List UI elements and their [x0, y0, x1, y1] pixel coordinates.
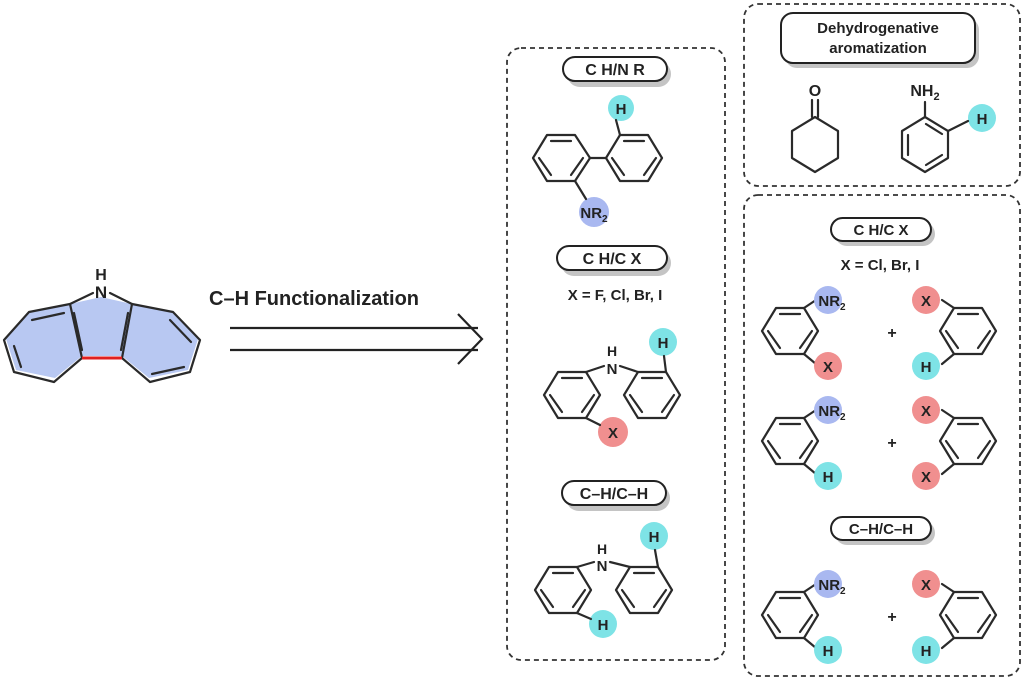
arrow-label: C–H Functionalization — [209, 288, 419, 310]
hydrogen-highlight — [814, 462, 842, 490]
carbazole-right-double-bond — [168, 318, 193, 344]
hydrogen-highlight — [912, 636, 940, 664]
hydrogen-highlight — [968, 104, 996, 132]
arrow-head — [457, 313, 484, 365]
carbazole-pyrrole-fill — [70, 297, 132, 356]
n-label: N — [597, 558, 608, 575]
carbazole-n-bond — [68, 291, 95, 306]
nr2-label: NR2 — [818, 577, 846, 597]
carbazole-n-label: N — [95, 283, 107, 302]
pill-chch-left-label: C–H/C–H — [580, 486, 648, 503]
halogen-highlight — [598, 417, 628, 447]
benzene-ring — [938, 306, 998, 356]
pill-dehydrogenative: Dehydrogenative aromatization — [780, 12, 979, 68]
halogen-label: X — [921, 469, 931, 486]
nr2-label: NR2 — [580, 205, 608, 225]
pill-dehydrogenative-line1: Dehydrogenative — [817, 20, 939, 37]
halogen-highlight — [912, 462, 940, 490]
halogen-condition-left: X = F, Cl, Br, I — [568, 287, 663, 304]
carbazole-right-double-bond — [150, 365, 186, 376]
pill-chn: C H/N R — [562, 56, 671, 87]
pill-chcx-right: C H/C X — [830, 217, 935, 246]
plus-sign: + — [887, 435, 896, 452]
nr2-label: NR2 — [818, 293, 846, 313]
halogen-highlight — [912, 396, 940, 424]
hydrogen-highlight — [912, 352, 940, 380]
pill-chcx-left: C H/C X — [556, 245, 671, 276]
nh2-label: NH2 — [910, 83, 939, 103]
hydrogen-highlight — [608, 95, 634, 121]
hydrogen-label: H — [823, 643, 834, 660]
coupling-panel — [743, 194, 1021, 677]
carbazole-structure: H N — [2, 267, 202, 384]
hydrogen-highlight — [814, 636, 842, 664]
halodiphenylamine-structure: H X H N — [542, 328, 682, 447]
nh-label: H — [597, 541, 607, 557]
retrosynthetic-arrow: C–H Functionalization — [209, 288, 484, 365]
benzene-ring — [938, 416, 998, 466]
hydrogen-label: H — [921, 643, 932, 660]
hydrogen-label: H — [649, 529, 660, 546]
pill-chch-right-label: C–H/C–H — [849, 521, 913, 538]
benzene-ring — [938, 590, 998, 640]
hydrogen-label: H — [658, 335, 669, 352]
carbazole-right-ring-fill — [122, 304, 198, 378]
halogen-label: X — [921, 577, 931, 594]
halogen-highlight — [912, 286, 940, 314]
hydrogen-highlight — [649, 328, 677, 356]
halogen-highlight — [912, 570, 940, 598]
pill-chcx-left-label: C H/C X — [583, 251, 642, 268]
carbazole-n-bond — [108, 291, 134, 306]
halogen-highlight — [814, 352, 842, 380]
hydrogen-label: H — [921, 359, 932, 376]
halogen-label: X — [921, 293, 931, 310]
carbazole-left-double-bond — [30, 311, 66, 322]
halogen-label: X — [608, 425, 618, 442]
diphenylamine-structure: H H H N — [533, 522, 674, 638]
nitrogen-highlight — [579, 197, 609, 227]
carbazole-left-ring-fill — [6, 304, 82, 378]
carbazole-right-double-bond — [119, 311, 130, 352]
nitrogen-highlight — [814, 570, 842, 598]
oxygen-label: O — [809, 83, 821, 100]
halogen-condition-right: X = Cl, Br, I — [841, 257, 920, 274]
hydrogen-label: H — [598, 617, 609, 634]
pill-chch-left: C–H/C–H — [561, 480, 670, 511]
halogen-label: X — [823, 359, 833, 376]
hydrogen-highlight — [640, 522, 668, 550]
left-strategy-panel — [506, 47, 726, 661]
aminobiphenyl-structure: H NR2 — [531, 95, 664, 227]
pill-chcx-right-label: C H/C X — [853, 222, 908, 239]
halogen-label: X — [921, 403, 931, 420]
dehydrogenative-panel — [743, 3, 1021, 187]
plus-sign: + — [887, 609, 896, 626]
aniline-structure: NH2 H — [900, 83, 996, 174]
nh-label: H — [607, 343, 617, 359]
hydrogen-label: H — [823, 469, 834, 486]
nitrogen-highlight — [814, 286, 842, 314]
carbazole-nh-label: H — [95, 267, 107, 284]
hydrogen-highlight — [589, 610, 617, 638]
pill-chn-label: C H/N R — [585, 62, 645, 79]
carbazole-left-double-bond — [72, 311, 84, 352]
pill-chch-right: C–H/C–H — [830, 516, 935, 545]
cyclohexanone-structure: O — [790, 83, 840, 174]
nitrogen-highlight — [814, 396, 842, 424]
carbazole-left-double-bond — [12, 344, 23, 369]
hydrogen-label: H — [977, 111, 988, 128]
pill-dehydrogenative-line2: aromatization — [829, 40, 927, 57]
nr2-label: NR2 — [818, 403, 846, 423]
plus-sign: + — [887, 325, 896, 342]
hydrogen-label: H — [616, 101, 627, 118]
n-label: N — [607, 361, 618, 378]
